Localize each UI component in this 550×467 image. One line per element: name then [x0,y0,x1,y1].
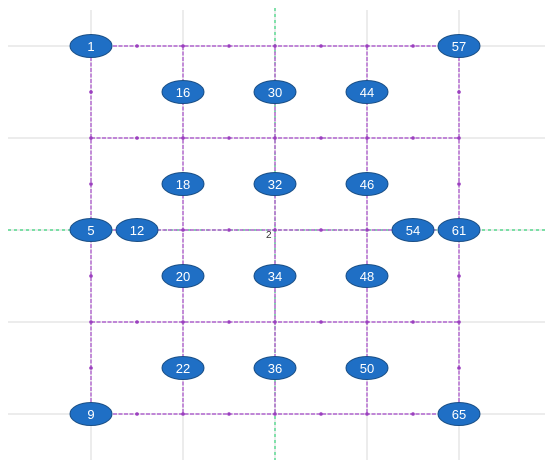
node-label: 30 [268,85,282,100]
wire-joint-dot [457,136,461,140]
node-label: 34 [268,269,282,284]
wire-joint-dot [273,320,277,324]
node-ellipse [253,356,297,380]
wire-joint-dot [365,44,369,48]
wire-joint-dot [319,136,323,140]
wire-joint-dot [89,320,93,324]
wire-joint-dot [411,412,415,416]
node-ellipse [437,34,481,58]
node-ellipse [69,218,113,242]
wire-joint-dot [273,412,277,416]
wire-joint-dot [135,412,139,416]
node-ellipse [161,356,205,380]
wire-joint-dot [181,412,185,416]
node-ellipse [69,402,113,426]
node-label: 32 [268,177,282,192]
wire-joint-dot [411,44,415,48]
wire-joint-dot [89,274,93,278]
node-label: 46 [360,177,374,192]
wire-joint-dot [411,320,415,324]
wire-joint-dot [457,182,461,186]
node-ellipse [161,80,205,104]
node-label: 16 [176,85,190,100]
wire-joint-dot [365,412,369,416]
node-ellipse [391,218,435,242]
node-ellipse [253,80,297,104]
wire-joint-dot [319,320,323,324]
node-label: 12 [130,223,144,238]
wire-joint-dot [273,136,277,140]
node-ellipse [253,172,297,196]
node-ellipse [115,218,159,242]
wire-joint-dot [319,412,323,416]
node-ellipse [345,80,389,104]
node-label: 9 [87,407,94,422]
node-ellipse [345,172,389,196]
wire-joint-dot [89,182,93,186]
node-ellipse [253,264,297,288]
wire-joint-dot [273,44,277,48]
wire-joint-dot [181,228,185,232]
wire-joint-dot [89,136,93,140]
node-label: 36 [268,361,282,376]
node-label: 44 [360,85,374,100]
wire-joint-dot [135,320,139,324]
wire-joint-dot [411,136,415,140]
node-label: 54 [406,223,420,238]
wire-joint-dot [457,366,461,370]
wire-joint-dot [365,228,369,232]
wire-joint-dot [365,320,369,324]
node-ellipse [161,172,205,196]
node-ellipse [437,218,481,242]
node-label: 65 [452,407,466,422]
wire-joint-dot [273,228,277,232]
node-label: 5 [87,223,94,238]
wire-joint-dot [319,44,323,48]
node-label: 48 [360,269,374,284]
node-layer: 1 57 16 30 44 18 32 46 5 12 54 61 20 34 48 22 36 50 9 65 [69,34,481,426]
wire-joint-dot [181,320,185,324]
node-label: 50 [360,361,374,376]
node-label: 61 [452,223,466,238]
node-label: 20 [176,269,190,284]
wire-joint-dot [227,320,231,324]
wire-joint-dot [457,320,461,324]
wire-joint-dot [227,44,231,48]
wire-joint-dot [89,366,93,370]
node-label: 57 [452,39,466,54]
node-ellipse [437,402,481,426]
wire-joint-dot [227,412,231,416]
wire-joint-dot [135,136,139,140]
node-ellipse [161,264,205,288]
wire-joint-dot [319,228,323,232]
wire-joint-dot [457,90,461,94]
node-ellipse [69,34,113,58]
wire-joint-dot [181,136,185,140]
wire-joint-dot [227,136,231,140]
node-ellipse [345,356,389,380]
node-label: 18 [176,177,190,192]
node-ellipse [345,264,389,288]
wire-joint-dot [181,44,185,48]
node-label: 22 [176,361,190,376]
wire-joint-dot [89,90,93,94]
wire-joint-dot [365,136,369,140]
wire-joint-dot [135,44,139,48]
center-marker-label: 2 [266,230,272,241]
wire-joint-dot [227,228,231,232]
wire-joint-dot [457,274,461,278]
node-label: 1 [87,39,94,54]
